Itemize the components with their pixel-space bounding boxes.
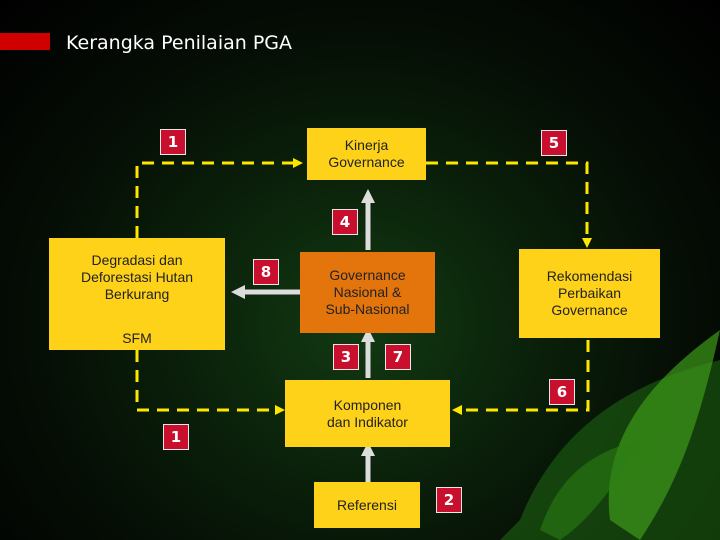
badge-3: 3 xyxy=(333,344,359,370)
solid-flow-arrows xyxy=(231,189,375,482)
badge-6: 6 xyxy=(549,379,575,405)
page-title: Kerangka Penilaian PGA xyxy=(66,32,293,54)
badge-2: 2 xyxy=(436,487,462,513)
badge-7: 7 xyxy=(385,344,411,370)
degradasi-deforestasi-box xyxy=(49,238,225,350)
referensi-box: Referensi xyxy=(314,482,420,528)
title-accent-bar xyxy=(0,33,50,50)
rekomendasi-perbaikan-box: Rekomendasi Perbaikan Governance xyxy=(519,249,660,338)
komponen-indikator-box: Komponen dan Indikator xyxy=(285,380,450,447)
sfm-label: SFM xyxy=(122,329,152,346)
badge-8: 8 xyxy=(253,259,279,285)
governance-nasional-box: Governance Nasional & Sub-Nasional xyxy=(300,252,435,333)
badge-5: 5 xyxy=(541,130,567,156)
dashed-feedback-top xyxy=(135,158,592,248)
kinerja-governance-box: Kinerja Governance xyxy=(307,128,426,180)
badge-1-bottom: 1 xyxy=(163,424,189,450)
degradasi-label: Degradasi dan Deforestasi Hutan Berkuran… xyxy=(80,251,194,302)
badge-4: 4 xyxy=(332,209,358,235)
badge-1-top: 1 xyxy=(160,129,186,155)
dashed-feedback-bottom xyxy=(135,320,590,415)
